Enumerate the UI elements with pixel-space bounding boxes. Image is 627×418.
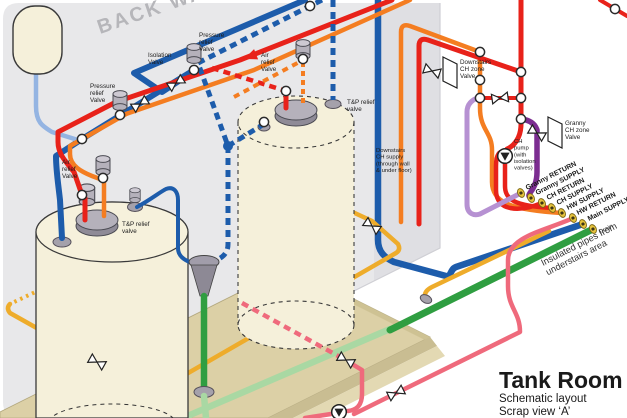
page-subtitle-2: Scrap view ‘A’ bbox=[499, 406, 570, 418]
cylinder-tank-1 bbox=[35, 183, 189, 418]
cylinder-tank-2-ghost bbox=[237, 62, 355, 350]
ch-pump-icon bbox=[496, 147, 514, 165]
page-title: Tank Room bbox=[499, 367, 623, 393]
pipe-return-orange bbox=[67, 0, 413, 182]
pipe-dashed-red bbox=[211, 65, 287, 94]
hw-return-circuit bbox=[240, 301, 365, 418]
pipe-hot-red bbox=[55, 0, 395, 195]
pipe-dashed-pink bbox=[240, 301, 342, 359]
secondary-pump-icon bbox=[330, 403, 348, 418]
pipe-ch-red bbox=[416, 36, 524, 227]
page-subtitle-1: Schematic layout bbox=[499, 393, 587, 405]
pipe-dashed-orange bbox=[233, 58, 304, 99]
pipe-granny-return-lavender bbox=[464, 94, 524, 218]
title-block: Tank Room Schematic layout Scrap view ‘A… bbox=[499, 367, 623, 418]
pipe-main-supply-blue bbox=[374, 0, 587, 280]
right-side-pipework bbox=[351, 0, 627, 417]
drain-runs bbox=[186, 225, 597, 418]
expansion-vessel bbox=[12, 5, 63, 75]
pipe-hw-orange bbox=[398, 23, 483, 225]
pipe-hw-return-pink bbox=[351, 215, 576, 417]
main-diagonal-pipes bbox=[33, 0, 413, 265]
tundish bbox=[188, 255, 220, 418]
pipe-dashed-blue bbox=[195, 0, 336, 264]
pipe-expansion-light-blue bbox=[33, 71, 81, 143]
valves-and-junctions bbox=[76, 0, 621, 402]
